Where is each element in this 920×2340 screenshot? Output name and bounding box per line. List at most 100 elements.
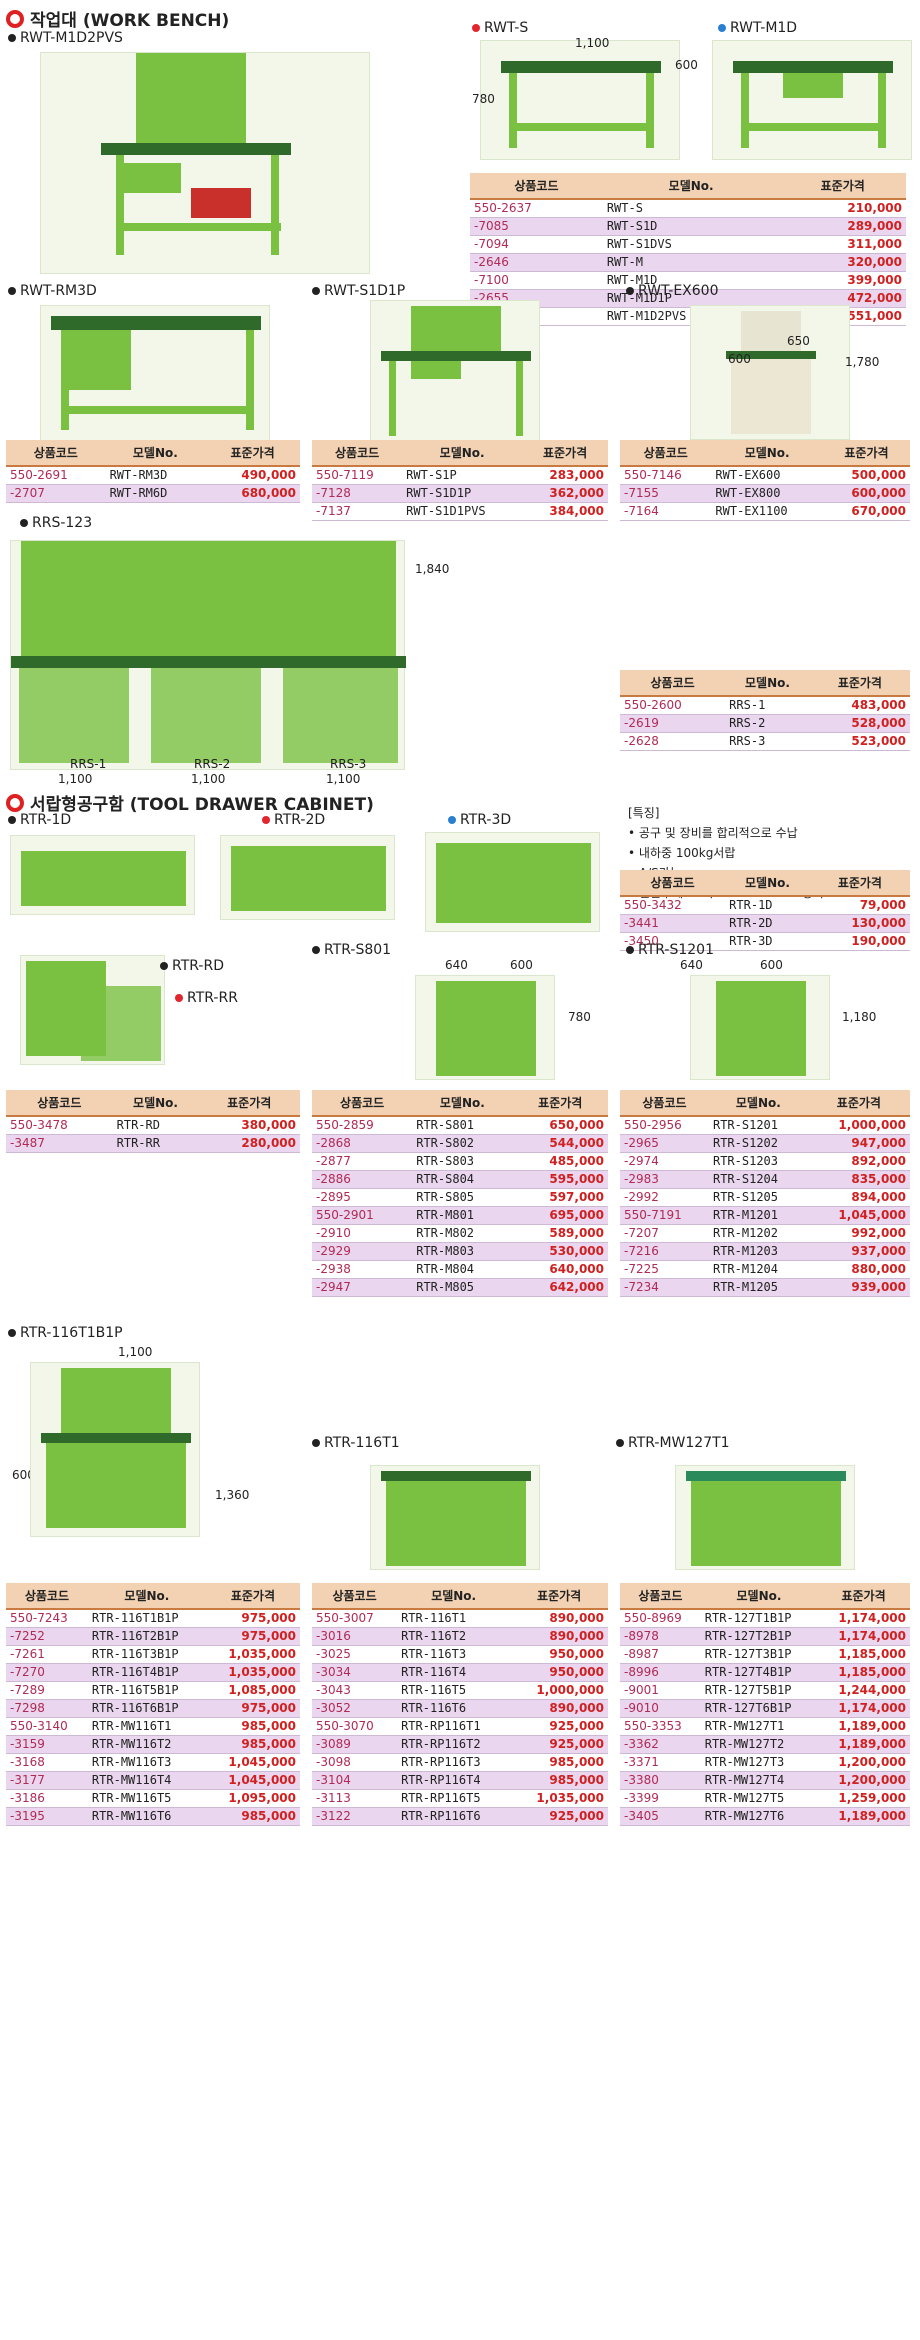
- model-cell: RWT-RM3D: [105, 466, 206, 485]
- column-header: 모델No.: [412, 1090, 513, 1117]
- product-code-cell: 550-2600: [620, 696, 726, 715]
- product-code-cell: -2938: [312, 1260, 413, 1279]
- product-code-cell: 550-7191: [620, 1206, 709, 1225]
- cabinet-illustration: [436, 981, 536, 1076]
- product-code-cell: -2929: [312, 1242, 413, 1261]
- bullet-icon: [312, 287, 320, 295]
- price-cell: 1,035,000: [205, 1663, 300, 1682]
- column-header: 상품코드: [620, 440, 712, 467]
- column-header: 상품코드: [312, 440, 403, 467]
- product-code-cell: -7234: [620, 1278, 709, 1297]
- product-code-cell: -3122: [312, 1807, 398, 1826]
- price-cell: 670,000: [822, 502, 910, 521]
- unit-label: RRS-2: [194, 757, 231, 771]
- product-code-cell: -7155: [620, 484, 712, 503]
- model-cell: RWT-M1D: [602, 271, 780, 290]
- bullet-icon: [8, 287, 16, 295]
- model-cell: RTR-MW127T5: [700, 1789, 818, 1808]
- product-code-cell: -2910: [312, 1224, 413, 1243]
- product-code-cell: -3487: [6, 1134, 113, 1153]
- product-code-cell: 550-7119: [312, 466, 403, 485]
- column-header: 모델No.: [725, 870, 810, 897]
- model-cell: RTR-127T2B1P: [700, 1627, 818, 1646]
- product-image-rtr-116t1: [370, 1465, 540, 1570]
- column-header: 표준가격: [512, 1090, 608, 1117]
- column-header: 상품코드: [312, 1583, 398, 1610]
- column-header: 표준가격: [807, 1090, 910, 1117]
- product-code-cell: -3168: [6, 1753, 88, 1772]
- circle-icon: [6, 793, 24, 812]
- model-cell: RTR-116T4B1P: [87, 1663, 206, 1682]
- model-cell: RTR-S801: [412, 1116, 513, 1135]
- unit-label: RRS-3: [330, 757, 367, 771]
- workbench-illustration: [11, 541, 406, 763]
- model-cell: RTR-116T4: [397, 1663, 511, 1682]
- product-label: RWT-S: [472, 20, 528, 36]
- product-code-cell: -2886: [312, 1170, 413, 1189]
- price-cell: 589,000: [512, 1224, 608, 1243]
- model-cell: RTR-MW127T4: [700, 1771, 818, 1790]
- bullet-icon: [312, 1439, 320, 1447]
- price-cell: 947,000: [807, 1134, 910, 1153]
- product-label: RTR-RR: [175, 990, 238, 1006]
- features-title: [특징]: [628, 806, 660, 820]
- column-header: 상품코드: [620, 670, 726, 697]
- price-cell: 1,045,000: [205, 1753, 300, 1772]
- circle-icon: [6, 9, 24, 28]
- bullet-icon: [8, 34, 16, 42]
- workbench-illustration: [381, 306, 531, 436]
- product-code-cell: -3089: [312, 1735, 398, 1754]
- bullet-icon: [718, 24, 726, 32]
- price-cell: 472,000: [779, 289, 906, 308]
- price-cell: 190,000: [809, 932, 910, 951]
- price-cell: 1,035,000: [510, 1789, 608, 1808]
- column-header: 모델No.: [711, 440, 823, 467]
- column-header: 모델No.: [708, 1090, 808, 1117]
- product-code-cell: 550-7146: [620, 466, 712, 485]
- price-cell: 311,000: [779, 235, 906, 254]
- product-image-rwt-s1d1p: [370, 300, 540, 445]
- model-cell: RTR-M1204: [708, 1260, 808, 1279]
- product-code-cell: -7298: [6, 1699, 88, 1718]
- model-cell: RWT-S1D1P: [402, 484, 523, 503]
- price-cell: 1,045,000: [205, 1771, 300, 1790]
- price-cell: 985,000: [205, 1735, 300, 1754]
- price-cell: 880,000: [807, 1260, 910, 1279]
- bullet-icon: [616, 1439, 624, 1447]
- product-code-cell: -7100: [470, 271, 603, 290]
- product-label: RTR-S1201: [626, 942, 714, 958]
- product-image-rwt-m1d: [712, 40, 912, 160]
- dimension-label: 640: [445, 958, 468, 972]
- price-cell: 975,000: [205, 1609, 300, 1628]
- product-image-rtr-1d: [10, 835, 195, 915]
- product-code-cell: -3441: [620, 914, 726, 933]
- product-code-cell: -2628: [620, 732, 726, 751]
- product-label: RRS-123: [20, 515, 92, 531]
- model-cell: RTR-RP116T1: [397, 1717, 511, 1736]
- bullet-icon: [626, 946, 634, 954]
- column-header: 모델No.: [87, 1583, 206, 1610]
- price-cell: 1,174,000: [817, 1609, 910, 1628]
- dimension-label: 1,840: [415, 562, 450, 576]
- column-header: 표준가격: [809, 670, 910, 697]
- price-cell: 384,000: [522, 502, 608, 521]
- price-cell: 1,174,000: [817, 1627, 910, 1646]
